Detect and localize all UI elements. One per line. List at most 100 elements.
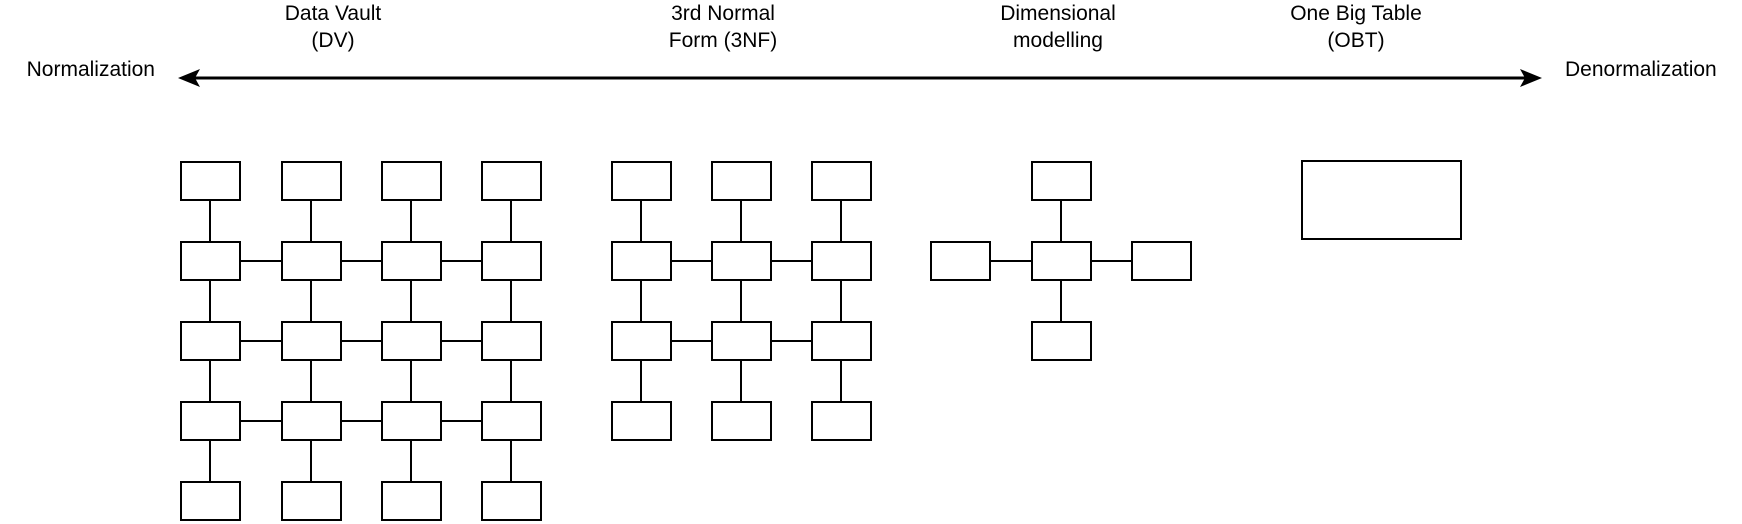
schema-table-box bbox=[711, 321, 772, 361]
schema-connector bbox=[209, 361, 211, 401]
schema-connector bbox=[840, 281, 842, 321]
third-normal-form-label: 3rd Normal Form (3NF) bbox=[593, 0, 853, 54]
schema-table-box bbox=[180, 321, 241, 361]
schema-connector bbox=[310, 441, 312, 481]
schema-table-box bbox=[381, 241, 442, 281]
schema-connector bbox=[442, 260, 481, 262]
schema-table-box bbox=[481, 241, 542, 281]
schema-connector bbox=[209, 281, 211, 321]
schema-table-box bbox=[930, 241, 991, 281]
schema-connector bbox=[840, 201, 842, 241]
schema-connector bbox=[991, 260, 1031, 262]
schema-connector bbox=[672, 340, 711, 342]
denormalization-label: Denormalization bbox=[1565, 58, 1717, 81]
model-label-line: One Big Table bbox=[1290, 2, 1422, 25]
schema-table-box bbox=[611, 241, 672, 281]
schema-table-box bbox=[1131, 241, 1192, 281]
schema-connector bbox=[1060, 281, 1062, 321]
spectrum-arrow bbox=[178, 69, 1542, 87]
schema-connector bbox=[672, 260, 711, 262]
schema-table-box bbox=[711, 401, 772, 441]
schema-connector bbox=[410, 441, 412, 481]
schema-table-box bbox=[281, 481, 342, 521]
schema-connector bbox=[241, 260, 281, 262]
schema-table-box bbox=[281, 401, 342, 441]
schema-table-box bbox=[180, 161, 241, 201]
schema-table-box bbox=[711, 161, 772, 201]
schema-connector bbox=[1060, 201, 1062, 241]
model-label-line: (DV) bbox=[311, 29, 355, 52]
schema-table-box bbox=[611, 321, 672, 361]
schema-connector bbox=[840, 361, 842, 401]
schema-connector bbox=[410, 361, 412, 401]
schema-connector bbox=[740, 201, 742, 241]
schema-table-box bbox=[381, 161, 442, 201]
schema-connector bbox=[209, 441, 211, 481]
schema-table-box bbox=[811, 161, 872, 201]
model-label-line: Form (3NF) bbox=[668, 29, 778, 52]
schema-connector bbox=[740, 281, 742, 321]
schema-connector bbox=[410, 281, 412, 321]
schema-table-box bbox=[481, 161, 542, 201]
schema-table-box bbox=[1031, 161, 1092, 201]
schema-table-box bbox=[381, 321, 442, 361]
schema-connector bbox=[209, 201, 211, 241]
schema-connector bbox=[640, 281, 642, 321]
schema-connector bbox=[241, 420, 281, 422]
schema-table-box bbox=[481, 401, 542, 441]
schema-table-box bbox=[611, 401, 672, 441]
schema-connector bbox=[772, 260, 811, 262]
schema-connector bbox=[640, 361, 642, 401]
schema-table-box bbox=[611, 161, 672, 201]
dimensional-modelling-label: Dimensional modelling bbox=[928, 0, 1188, 54]
schema-connector bbox=[510, 441, 512, 481]
schema-table-box bbox=[180, 481, 241, 521]
schema-table-box bbox=[281, 161, 342, 201]
schema-table-box bbox=[281, 241, 342, 281]
schema-connector bbox=[1092, 260, 1131, 262]
schema-table-box bbox=[1301, 160, 1462, 240]
schema-connector bbox=[241, 340, 281, 342]
arrowhead-left-icon bbox=[178, 69, 200, 87]
schema-connector bbox=[342, 260, 381, 262]
schema-connector bbox=[342, 340, 381, 342]
schema-connector bbox=[740, 361, 742, 401]
normalization-label: Normalization bbox=[26, 58, 155, 81]
schema-table-box bbox=[180, 241, 241, 281]
schema-table-box bbox=[1031, 321, 1092, 361]
schema-connector bbox=[510, 201, 512, 241]
one-big-table-label: One Big Table (OBT) bbox=[1226, 0, 1486, 54]
model-label-line: Data Vault bbox=[284, 2, 382, 25]
schema-table-box bbox=[811, 321, 872, 361]
schema-connector bbox=[342, 420, 381, 422]
schema-table-box bbox=[811, 401, 872, 441]
schema-connector bbox=[442, 420, 481, 422]
schema-table-box bbox=[180, 401, 241, 441]
schema-connector bbox=[510, 281, 512, 321]
model-label-line: (OBT) bbox=[1327, 29, 1385, 52]
schema-connector bbox=[772, 340, 811, 342]
schema-table-box bbox=[481, 321, 542, 361]
schema-table-box bbox=[711, 241, 772, 281]
schema-connector bbox=[510, 361, 512, 401]
arrowhead-right-icon bbox=[1520, 69, 1542, 87]
schema-connector bbox=[442, 340, 481, 342]
schema-table-box bbox=[381, 401, 442, 441]
model-label-line: 3rd Normal bbox=[671, 2, 775, 25]
schema-connector bbox=[410, 201, 412, 241]
model-label-line: modelling bbox=[1013, 29, 1103, 52]
schema-table-box bbox=[481, 481, 542, 521]
schema-connector bbox=[310, 281, 312, 321]
model-label-line: Dimensional bbox=[1000, 2, 1116, 25]
schema-table-box bbox=[811, 241, 872, 281]
schema-table-box bbox=[381, 481, 442, 521]
schema-connector bbox=[310, 361, 312, 401]
schema-connector bbox=[640, 201, 642, 241]
schema-connector bbox=[310, 201, 312, 241]
data-vault-label: Data Vault (DV) bbox=[203, 0, 463, 54]
